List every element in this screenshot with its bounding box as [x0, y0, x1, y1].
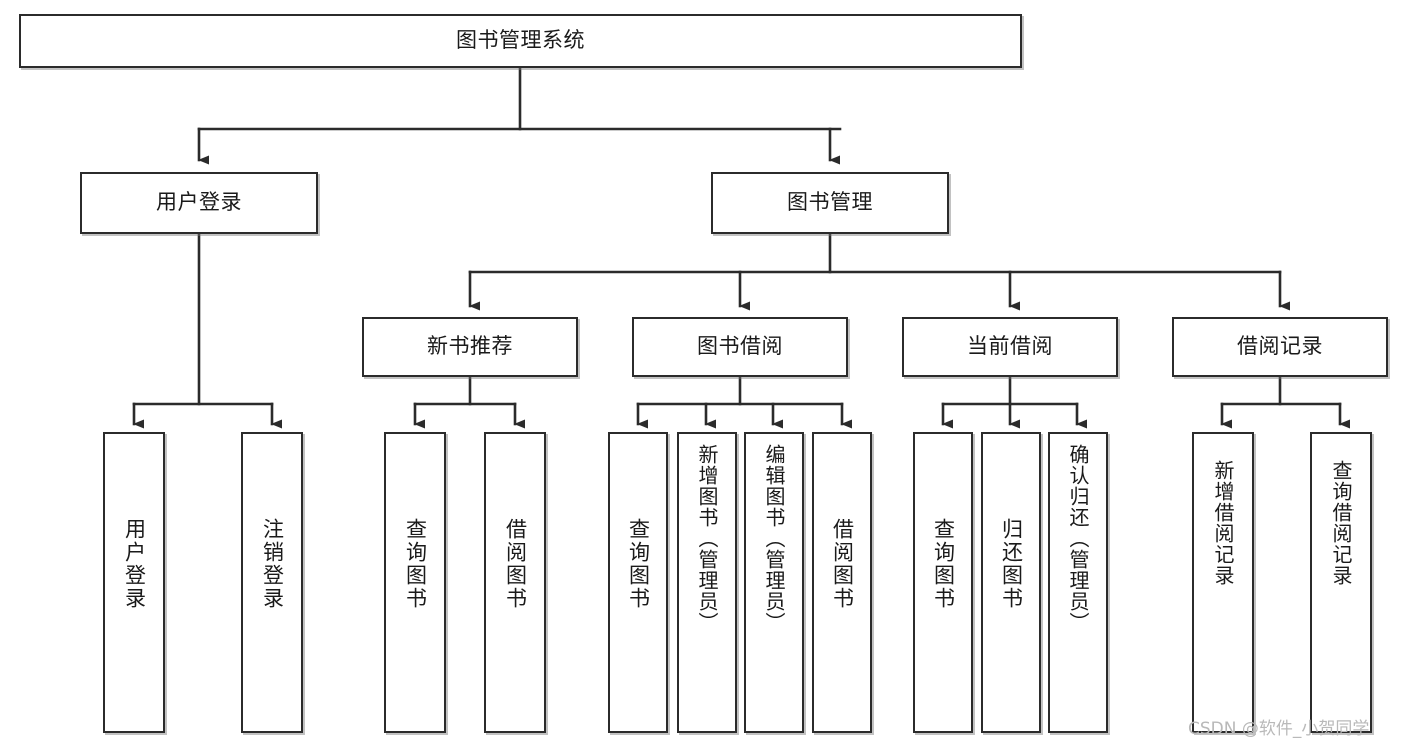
node-leaf-add-record[interactable]: 新增借阅记录	[1192, 432, 1254, 733]
node-new-book-rec[interactable]: 新书推荐	[362, 317, 578, 377]
node-new-book-rec-label: 新书推荐	[427, 334, 513, 359]
node-leaf-add-book-label: 新增图书（管理员）	[695, 444, 719, 633]
node-leaf-add-book[interactable]: 新增图书（管理员）	[677, 432, 737, 733]
node-leaf-confirm-return-label: 确认归还（管理员）	[1066, 444, 1090, 633]
node-leaf-user-login-label: 用户登录	[122, 518, 147, 610]
node-borrow-record-label: 借阅记录	[1237, 334, 1323, 359]
node-leaf-borrow-book-2-label: 借阅图书	[830, 518, 855, 610]
node-leaf-add-record-label: 新增借阅记录	[1211, 460, 1235, 586]
node-root[interactable]: 图书管理系统	[19, 14, 1022, 68]
node-book-borrow-label: 图书借阅	[697, 334, 783, 359]
node-leaf-borrow-book-2[interactable]: 借阅图书	[812, 432, 872, 733]
node-book-manage-label: 图书管理	[787, 190, 873, 215]
node-leaf-query-book-1-label: 查询图书	[403, 518, 428, 610]
node-leaf-edit-book-label: 编辑图书（管理员）	[762, 444, 786, 633]
node-leaf-query-book-3[interactable]: 查询图书	[913, 432, 973, 733]
node-book-borrow[interactable]: 图书借阅	[632, 317, 848, 377]
node-current-borrow[interactable]: 当前借阅	[902, 317, 1118, 377]
node-leaf-borrow-book-1[interactable]: 借阅图书	[484, 432, 546, 733]
node-leaf-query-book-2[interactable]: 查询图书	[608, 432, 668, 733]
node-root-label: 图书管理系统	[456, 28, 585, 53]
node-leaf-query-record-label: 查询借阅记录	[1329, 460, 1353, 586]
node-leaf-query-book-2-label: 查询图书	[626, 518, 651, 610]
node-user-login[interactable]: 用户登录	[80, 172, 318, 234]
node-leaf-return-book-label: 归还图书	[999, 518, 1024, 610]
node-borrow-record[interactable]: 借阅记录	[1172, 317, 1388, 377]
node-leaf-user-logout[interactable]: 注销登录	[241, 432, 303, 733]
node-leaf-return-book[interactable]: 归还图书	[981, 432, 1041, 733]
node-current-borrow-label: 当前借阅	[967, 334, 1053, 359]
node-user-login-label: 用户登录	[156, 190, 242, 215]
node-leaf-query-book-1[interactable]: 查询图书	[384, 432, 446, 733]
node-leaf-user-login[interactable]: 用户登录	[103, 432, 165, 733]
node-leaf-borrow-book-1-label: 借阅图书	[503, 518, 528, 610]
node-leaf-user-logout-label: 注销登录	[260, 518, 285, 610]
node-leaf-query-book-3-label: 查询图书	[931, 518, 956, 610]
node-leaf-query-record[interactable]: 查询借阅记录	[1310, 432, 1372, 733]
node-leaf-confirm-return[interactable]: 确认归还（管理员）	[1048, 432, 1108, 733]
node-leaf-edit-book[interactable]: 编辑图书（管理员）	[744, 432, 804, 733]
node-book-manage[interactable]: 图书管理	[711, 172, 949, 234]
